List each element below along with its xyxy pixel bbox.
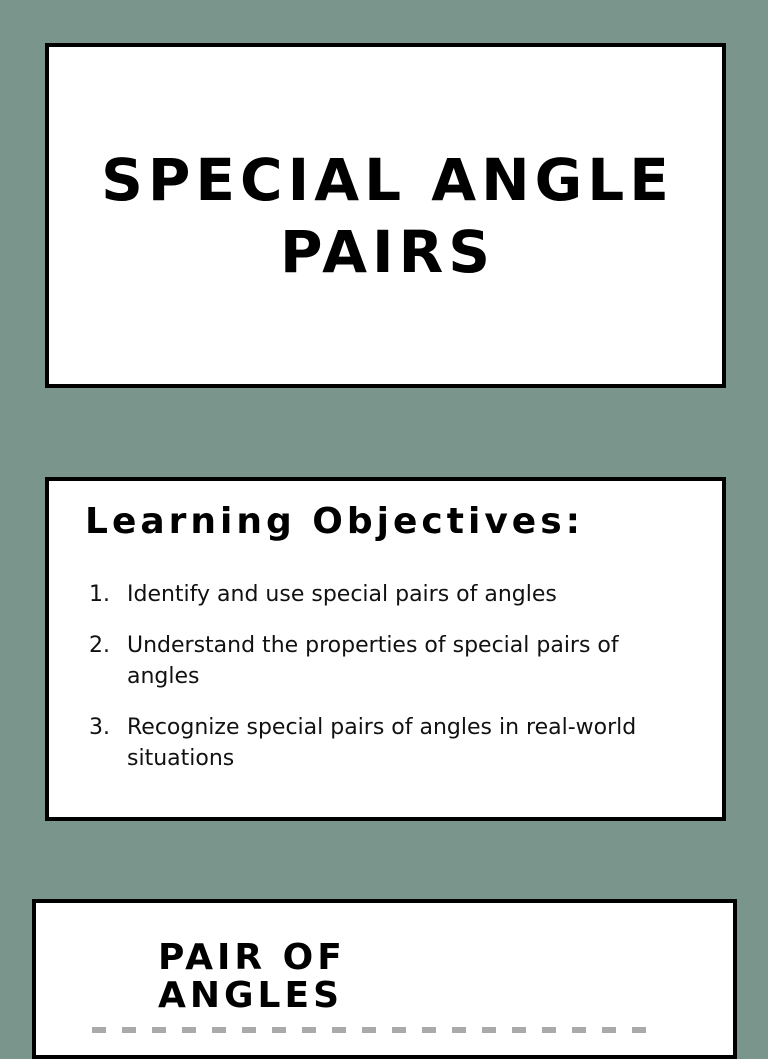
- objective-number: 1.: [89, 582, 110, 607]
- objective-text: Recognize special pairs of angles in rea…: [127, 715, 637, 771]
- clipped-body-text: [92, 1021, 652, 1033]
- objectives-list: 1. Identify and use special pairs of ang…: [89, 579, 729, 794]
- objective-number: 2.: [89, 633, 110, 658]
- objective-item: 2. Understand the properties of special …: [89, 630, 729, 692]
- title-slide: SPECIAL ANGLE PAIRS: [45, 43, 726, 388]
- clipped-text-placeholder: [92, 1027, 652, 1033]
- objective-text: Identify and use special pairs of angles: [127, 582, 557, 607]
- objective-text: Understand the properties of special pai…: [127, 633, 619, 689]
- pair-of-angles-heading: PAIR OF ANGLES: [158, 937, 346, 1016]
- objectives-heading: Learning Objectives:: [85, 501, 585, 542]
- objective-item: 1. Identify and use special pairs of ang…: [89, 579, 729, 610]
- slide-title: SPECIAL ANGLE PAIRS: [101, 145, 674, 286]
- learning-objectives-slide: Learning Objectives: 1. Identify and use…: [45, 477, 726, 821]
- objective-number: 3.: [89, 715, 110, 740]
- objective-item: 3. Recognize special pairs of angles in …: [89, 712, 729, 774]
- pair-of-angles-slide: PAIR OF ANGLES: [32, 899, 737, 1059]
